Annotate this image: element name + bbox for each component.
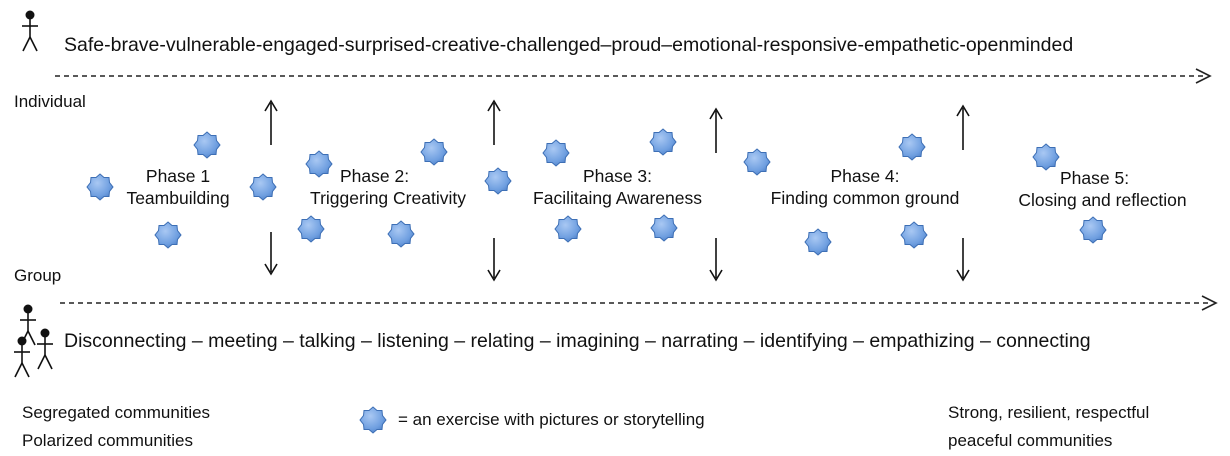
exercise-badge-icon xyxy=(387,220,415,248)
legend-text: = an exercise with pictures or storytell… xyxy=(398,410,705,429)
phase-4-label: Phase 4:Finding common ground xyxy=(770,166,960,208)
exercise-badge-icon xyxy=(1079,216,1107,244)
exercise-badge-icon xyxy=(900,221,928,249)
exercise-badge-icon xyxy=(249,173,277,201)
group-actions-sequence: Disconnecting – meeting – talking – list… xyxy=(64,330,1091,352)
exercise-badge-icon xyxy=(650,214,678,242)
group-label: Group xyxy=(14,266,62,285)
person-icon xyxy=(21,9,39,52)
phase-2-label: Phase 2:Triggering Creativity xyxy=(310,166,466,208)
exercise-badge-icon xyxy=(154,221,182,249)
group-axis-arrow xyxy=(60,295,1218,311)
phase-separator-up-arrows xyxy=(264,99,970,153)
phase-separator-down-arrows xyxy=(264,232,970,282)
exercise-badge-icon xyxy=(420,138,448,166)
exercise-badge-icon xyxy=(484,167,512,195)
legend-exercise-badge-icon xyxy=(359,406,387,434)
individual-axis-arrow xyxy=(55,68,1212,84)
exercise-badge-icon xyxy=(554,215,582,243)
individual-feelings-sequence: Safe-brave-vulnerable-engaged-surprised-… xyxy=(64,34,1074,56)
exercise-badge-icon xyxy=(193,131,221,159)
phase-5-label: Phase 5:Closing and reflection xyxy=(1018,168,1187,210)
group-people-icon xyxy=(13,303,54,378)
exercise-badge-icon xyxy=(898,133,926,161)
phase-3-label: Phase 3:Facilitaing Awareness xyxy=(533,166,702,208)
exercise-badge-icon xyxy=(297,215,325,243)
exercise-badge-icon xyxy=(804,228,832,256)
exercise-badge-icon xyxy=(649,128,677,156)
exercise-badge-icon xyxy=(542,139,570,167)
individual-label: Individual xyxy=(14,92,86,111)
